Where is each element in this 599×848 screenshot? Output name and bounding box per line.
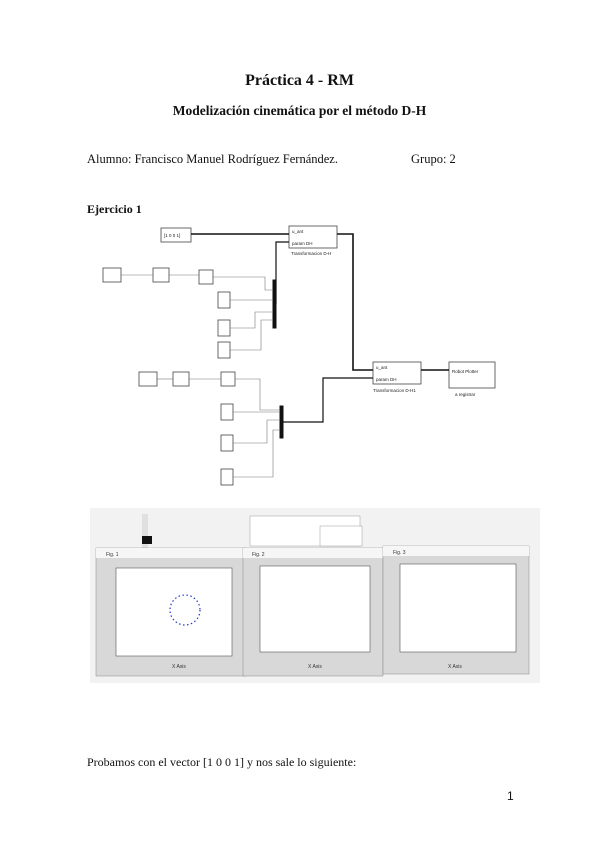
fig2-title: Fig. 2: [252, 552, 265, 558]
figure-window-3[interactable]: Fig. 3 X Axis: [382, 545, 530, 675]
dh2-caption: Transformacion D-H1: [373, 388, 416, 393]
exercise-heading: Ejercicio 1: [87, 202, 142, 216]
page-subtitle: Modelización cinemática por el método D-…: [172, 103, 427, 118]
student-name: Alumno: Francisco Manuel Rodríguez Ferná…: [87, 152, 338, 166]
dh2-input1: u_ant: [376, 365, 388, 370]
dh1-input1: u_ant: [292, 229, 304, 234]
dh2-input2: param DH: [376, 377, 397, 382]
dh1-caption: Transformacion D-H: [291, 251, 331, 256]
figure-window-2[interactable]: Fig. 2 X Axis: [242, 547, 384, 677]
fig3-title: Fig. 3: [393, 550, 406, 556]
const-top-value: [1 0 0 1]: [164, 233, 180, 238]
robot-plotter-label: Robot Plotter: [452, 369, 479, 374]
robot-plotter-caption: a registrar: [455, 392, 476, 397]
fig3-xaxis: X Axis: [448, 664, 462, 670]
robot-plotter-block: [448, 361, 496, 389]
dh1-input2: param DH: [292, 241, 313, 246]
fig1-xaxis: X Axis: [172, 664, 186, 670]
dh-block-1: [288, 225, 338, 249]
const-block-top: [160, 227, 192, 243]
fig1-title: Fig. 1: [106, 552, 119, 558]
page-number: 1: [507, 789, 514, 803]
simulink-diagram: [1 0 0 1] u_ant param DH Transformacion …: [102, 225, 496, 486]
figure-window-1[interactable]: Fig. 1 X Axis: [95, 547, 247, 677]
dh-block-2: [372, 361, 422, 385]
body-paragraph: Probamos con el vector [1 0 0 1] y nos s…: [87, 755, 357, 769]
fig2-xaxis: X Axis: [308, 664, 322, 670]
page-title: Práctica 4 - RM: [245, 72, 354, 89]
group-number: Grupo: 2: [411, 152, 456, 166]
plot-windows-screenshot: Fig. 1 X Axis Fig. 2 X Axis Fig. 3 X Axi…: [90, 508, 540, 683]
